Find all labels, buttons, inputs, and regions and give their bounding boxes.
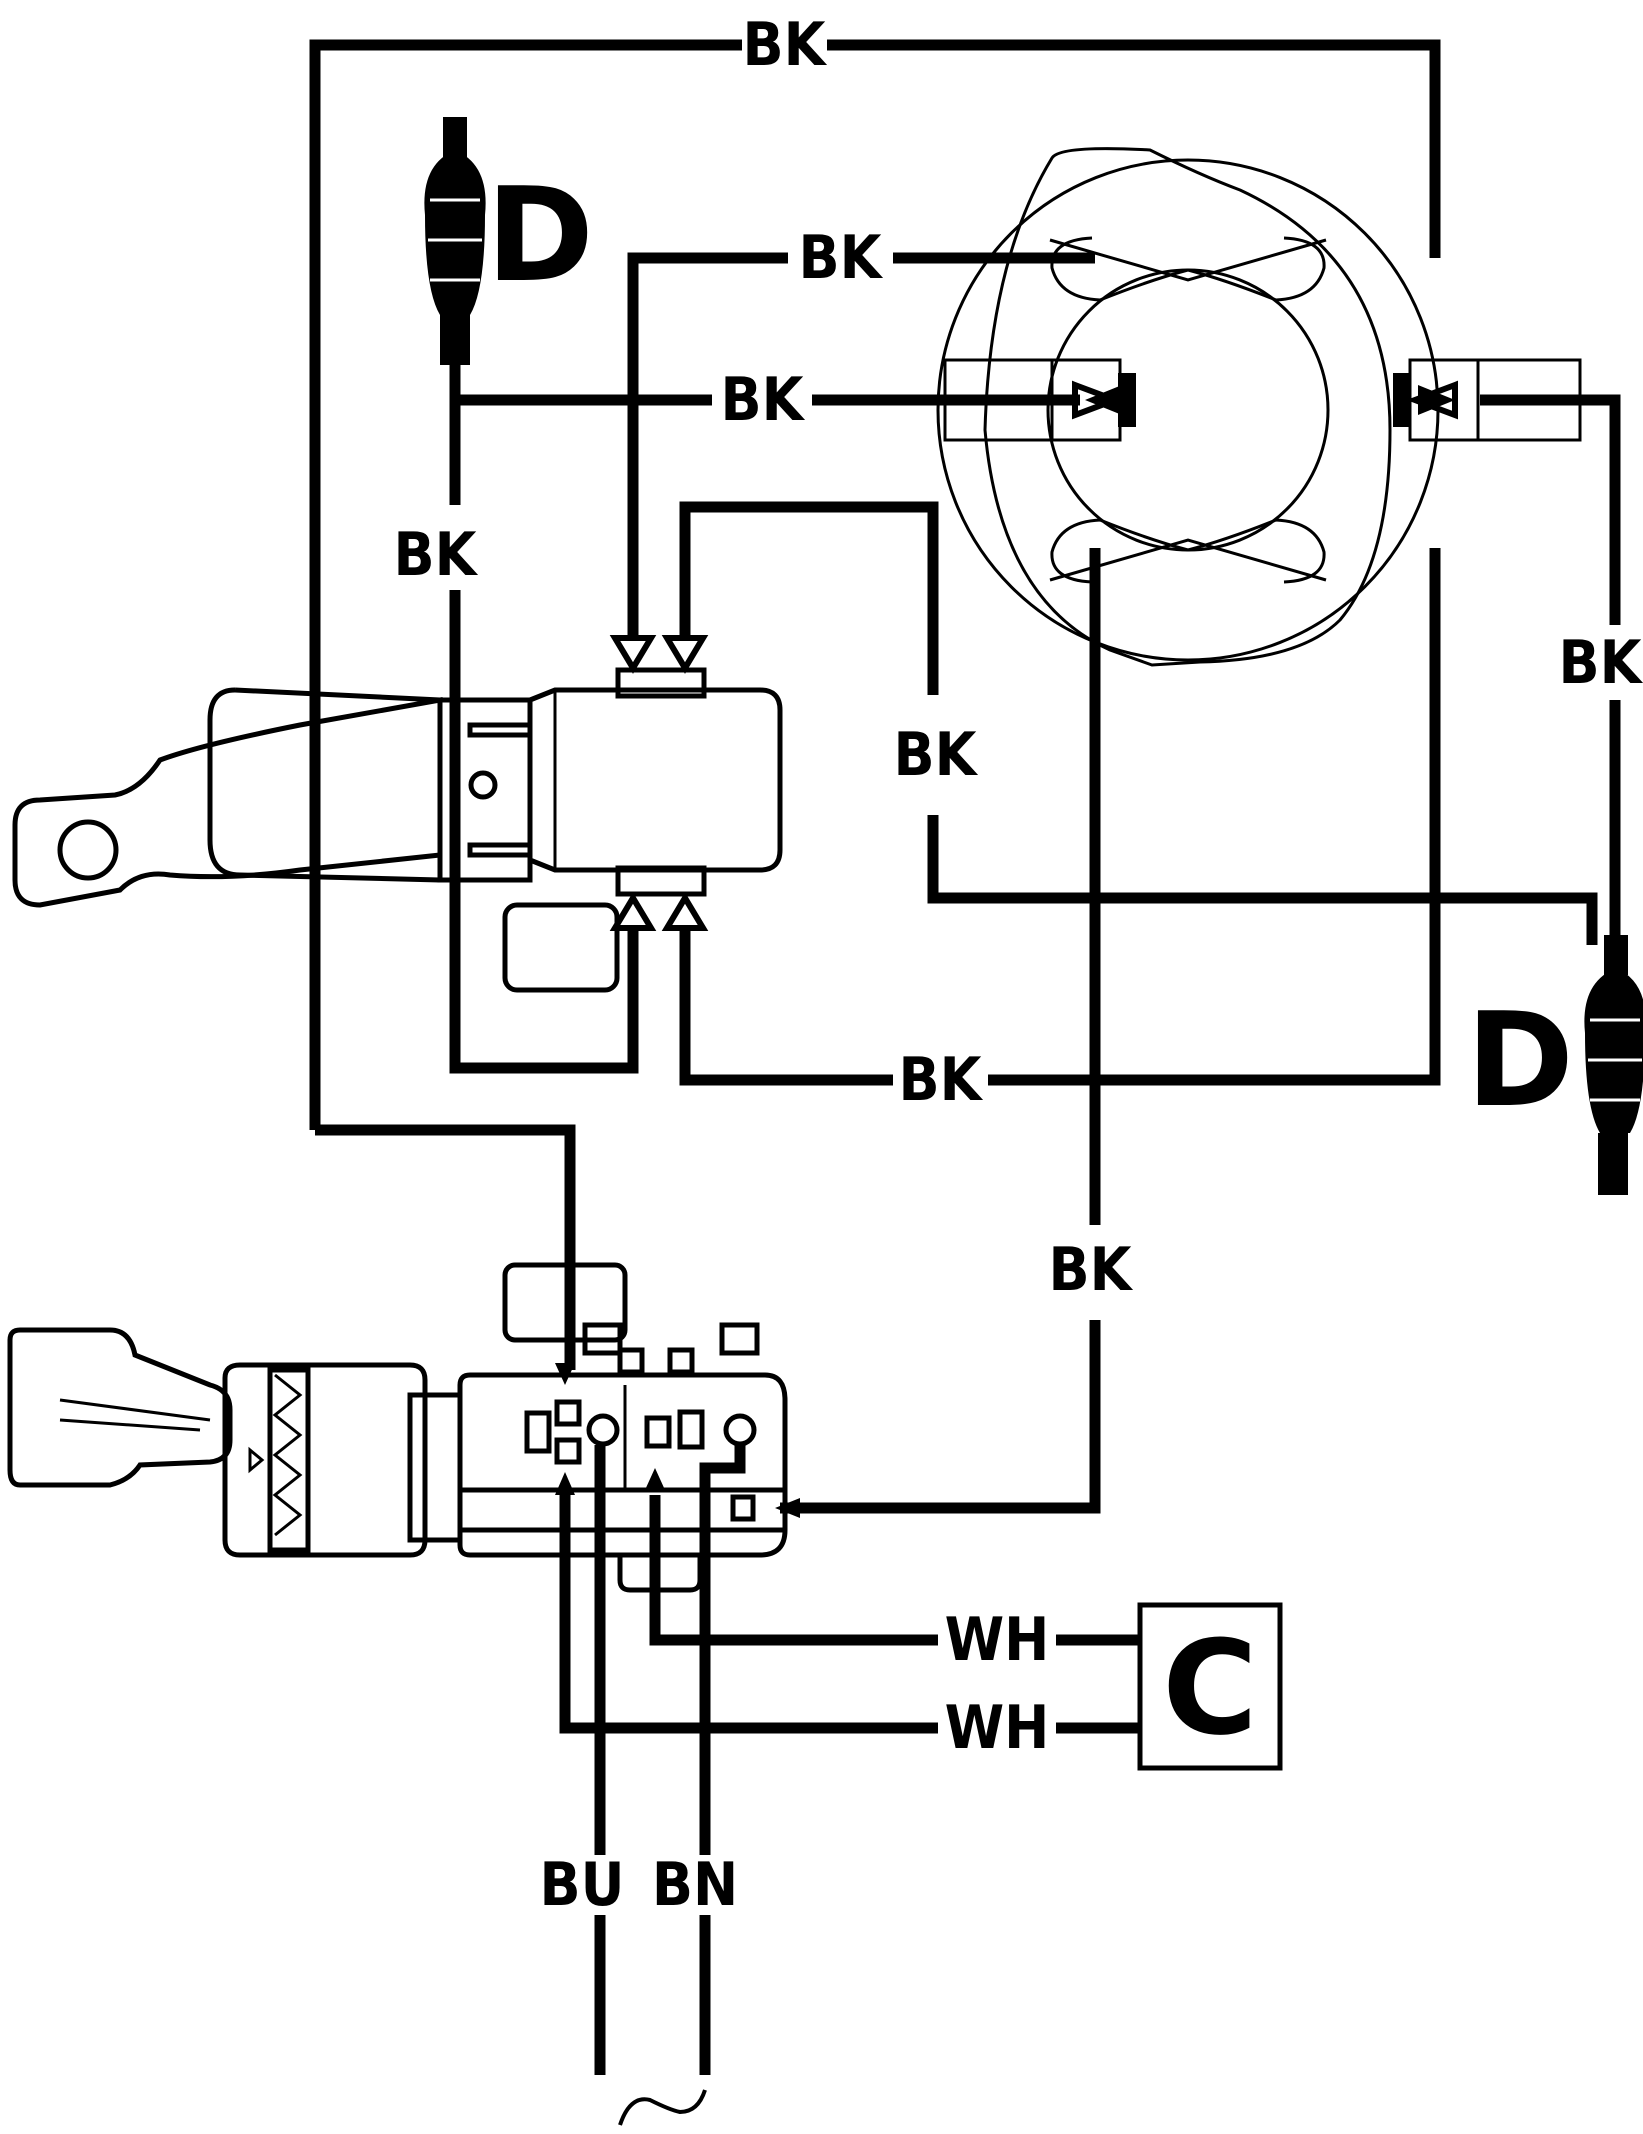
label-d-top: D [486,159,594,311]
label-bk-lower-mid: BK [899,1045,984,1115]
label-bu: BU [540,1850,625,1920]
labels: BK BK BK BK BK BK BK BK WH WH BU BN D D … [394,10,1643,1920]
label-bk-lower-right: BK [1049,1235,1134,1305]
capacitor-box [1137,1602,1283,1771]
label-bk-center-vertical: BK [894,720,979,790]
label-bk-top: BK [743,10,828,80]
label-bk-left-vertical: BK [394,520,479,590]
thermal-protector-right [1584,935,1643,1195]
label-bk-right-vertical: BK [1559,628,1643,698]
label-c-capacitor: C [1162,1612,1257,1764]
lower-switch-assembly [7,1262,788,1593]
ac-supply-symbol [618,2089,707,2126]
label-bk-upper-mid: BK [799,223,884,293]
label-wh-lower: WH [945,1693,1050,1763]
thermal-protector-top [424,117,486,365]
label-bn: BN [652,1850,738,1920]
upper-handle-assembly [12,667,783,993]
label-d-right: D [1466,984,1574,1136]
bk-wires [309,39,1621,1514]
motor [936,147,1582,667]
lower-wires [555,1355,1283,2075]
label-wh-upper: WH [945,1605,1050,1675]
connector-arrows [609,385,1455,931]
label-bk-plug-d: BK [721,365,806,435]
